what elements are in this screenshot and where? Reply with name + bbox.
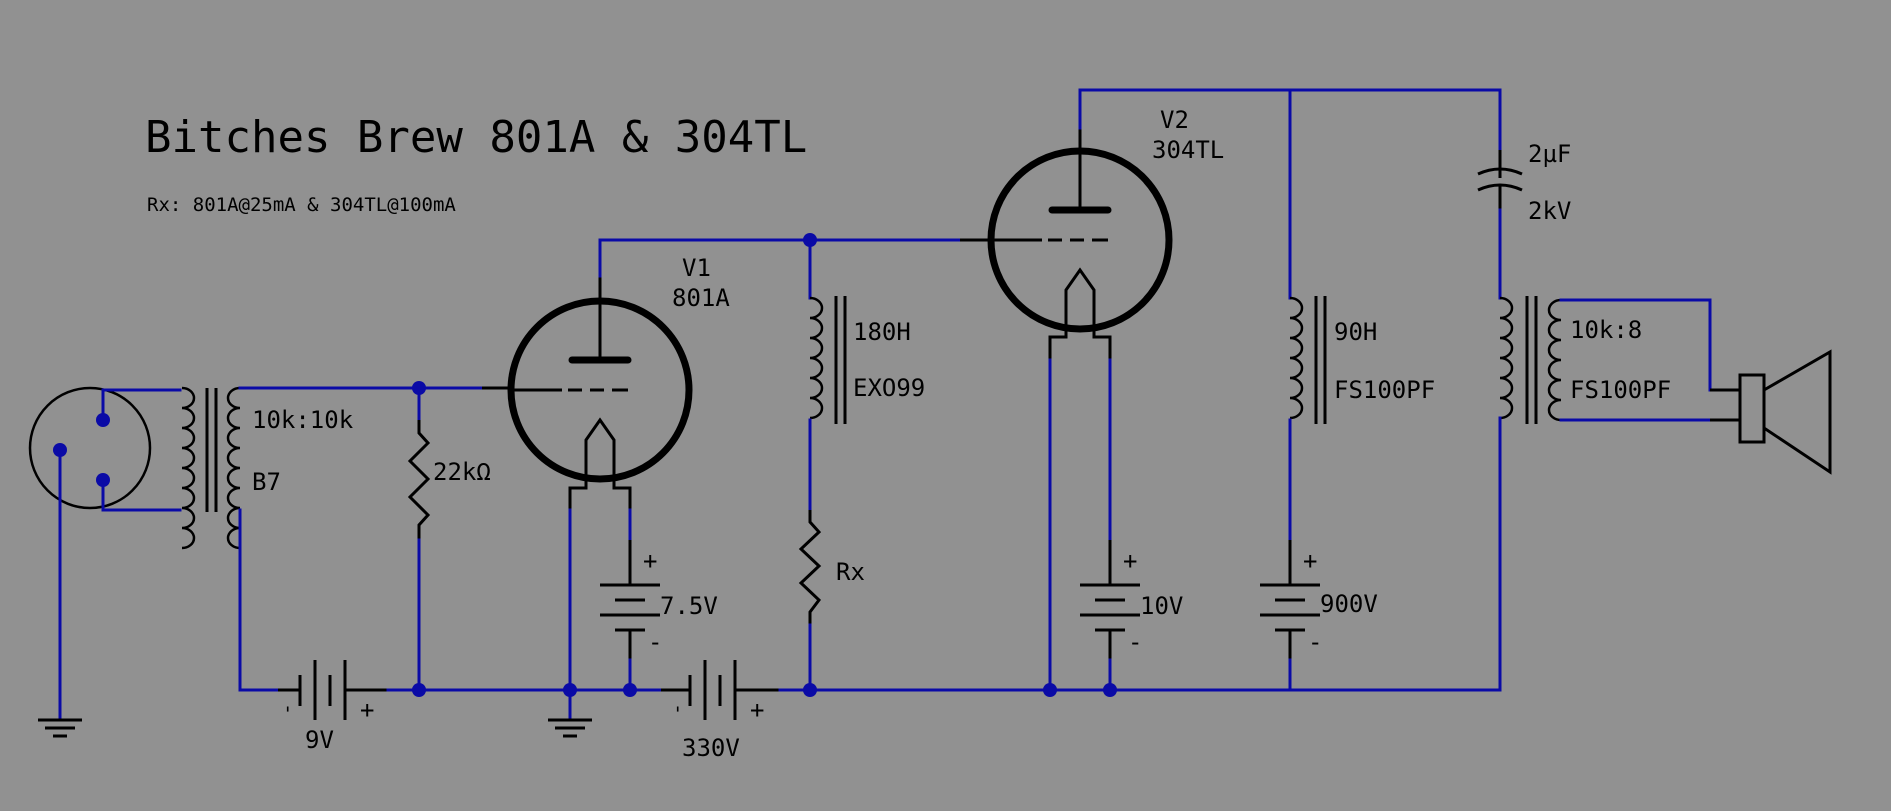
coupling-capacitor-capacitance: 2µF <box>1528 140 1571 168</box>
wire-input-cold <box>101 478 182 512</box>
wire-v1-plate <box>598 238 1002 278</box>
speaker-icon[interactable] <box>1738 349 1832 475</box>
v2-filament-battery-icon[interactable] <box>1080 540 1140 660</box>
grid-resistor-icon[interactable] <box>407 420 431 540</box>
v2-ref: V2 <box>1160 106 1189 134</box>
coupling-capacitor-icon[interactable] <box>1477 150 1523 210</box>
ground-icon <box>38 718 82 738</box>
output-transformer-ratio: 10k:8 <box>1570 316 1642 344</box>
wire-secondary-return <box>238 508 280 692</box>
wire-return-bus <box>778 420 1502 692</box>
input-transformer-ratio: 10k:10k <box>252 406 354 434</box>
input-connector-icon[interactable] <box>28 386 152 510</box>
v1-filament-battery-icon[interactable] <box>600 540 660 660</box>
plate-choke-icon[interactable] <box>809 296 847 424</box>
v2-filament-battery-minus: - <box>1128 628 1142 656</box>
output-choke-inductance: 90H <box>1334 318 1377 346</box>
b-plus-330v-value: 330V <box>682 734 740 762</box>
schematic-subtitle: Rx: 801A@25mA & 304TL@100mA <box>147 194 456 216</box>
output-transformer-icon[interactable] <box>1499 296 1562 424</box>
plate-choke-inductance: 180H <box>853 318 911 346</box>
ground-icon <box>548 718 592 738</box>
b-plus-900v-plus: + <box>1303 547 1317 575</box>
rx-resistor-icon[interactable] <box>798 510 822 625</box>
bias-battery-value: 9V <box>305 726 334 754</box>
grid-resistor-value: 22kΩ <box>433 458 491 486</box>
v1-ref: V1 <box>682 254 711 282</box>
v1-type: 801A <box>672 284 730 312</box>
bias-battery-icon[interactable] <box>278 660 388 720</box>
bias-battery-plus: + <box>360 696 374 724</box>
output-choke-icon[interactable] <box>1289 296 1327 424</box>
schematic-title: Bitches Brew 801A & 304TL <box>145 112 807 163</box>
output-transformer-model: FS100PF <box>1570 376 1671 404</box>
b-plus-900v-value: 900V <box>1320 590 1378 618</box>
coupling-capacitor-voltage: 2kV <box>1528 197 1571 225</box>
wire-input-hot <box>101 388 182 422</box>
v1-filament-battery-plus: + <box>643 547 657 575</box>
wire-speaker-hot <box>1559 298 1712 392</box>
b-plus-900v-battery-icon[interactable] <box>1260 540 1320 660</box>
b-plus-330v-minus: ' <box>672 703 683 725</box>
v2-filament-battery-value: 10V <box>1140 592 1183 620</box>
b-plus-900v-minus: - <box>1308 628 1322 656</box>
input-transformer-icon[interactable] <box>181 386 241 550</box>
v2-filament-battery-plus: + <box>1123 547 1137 575</box>
v2-tube-icon[interactable] <box>987 128 1173 360</box>
b-plus-330v-battery-icon[interactable] <box>661 660 780 720</box>
input-transformer-model: B7 <box>252 468 281 496</box>
v1-filament-battery-minus: - <box>648 628 662 656</box>
v1-tube-icon[interactable] <box>507 276 693 510</box>
rx-resistor-value: Rx <box>836 558 865 586</box>
wire-v2-plate <box>1078 88 1502 130</box>
v1-filament-battery-value: 7.5V <box>660 592 718 620</box>
output-choke-model: FS100PF <box>1334 376 1435 404</box>
bias-battery-minus: ' <box>282 703 293 725</box>
plate-choke-model: EXO99 <box>853 374 925 402</box>
v2-type: 304TL <box>1152 136 1224 164</box>
b-plus-330v-plus: + <box>750 696 764 724</box>
